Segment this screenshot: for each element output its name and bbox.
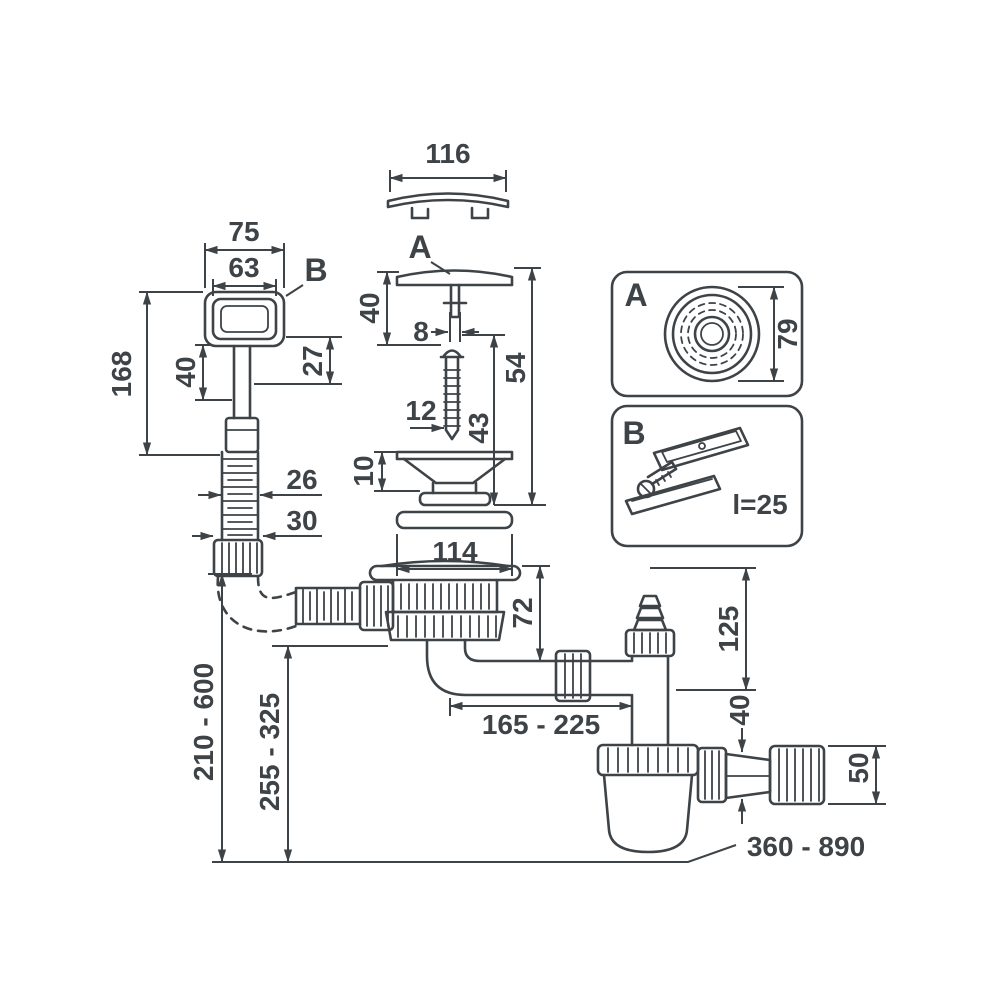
overflow-head <box>203 290 286 348</box>
inlet-hose <box>294 580 395 632</box>
dim-outlet-range-label: 360 - 890 <box>747 831 865 862</box>
dim-drain-inner-height: 43 <box>462 334 505 506</box>
dim-nut-width-label: 30 <box>286 505 317 536</box>
riser-pipe <box>624 594 676 747</box>
detail-b-label: B <box>622 415 645 451</box>
dim-overflow-inner-width-label: 63 <box>228 252 259 283</box>
dim-overflow-outer-width: 75 <box>204 216 285 288</box>
dim-screw-length: 12 <box>405 395 445 433</box>
dim-height-range-1: 210 - 600 <box>188 573 252 863</box>
dim-body-height-label: 72 <box>507 597 538 628</box>
dim-pin-width-label: 8 <box>413 316 429 347</box>
dim-horizontal-range: 165 - 225 <box>449 698 633 740</box>
screw <box>439 349 465 441</box>
dim-overflow-segment: 40 <box>170 344 232 401</box>
detail-a-label: A <box>624 277 647 313</box>
dim-riser-height: 125 <box>650 567 756 691</box>
dim-overflow-pipe-length: 168 <box>106 291 220 456</box>
outlet-pipe <box>696 744 826 806</box>
dim-hose-diameter: 26 <box>198 464 322 500</box>
overflow-plate-3d <box>624 474 722 516</box>
dim-flange-diameter: 114 <box>396 534 513 576</box>
detail-a-box: A 79 <box>610 270 804 398</box>
dim-cover-height-label: 40 <box>354 292 385 323</box>
dim-strainer-diameter: 79 <box>738 286 803 382</box>
dim-overflow-inner-width: 63 <box>212 252 277 296</box>
dim-nut-width: 30 <box>192 505 322 541</box>
detail-b-length-label: l=25 <box>732 489 787 520</box>
callout-a-label: A <box>408 229 431 265</box>
dim-drain-total-height: 54 <box>494 267 546 506</box>
dim-height-range-1-label: 210 - 600 <box>188 663 219 781</box>
dim-coupling-diameter-label: 50 <box>843 752 874 783</box>
dim-cover-height: 40 <box>354 271 441 346</box>
callout-b-leader <box>285 284 304 297</box>
overflow-hose-dashed <box>216 575 298 633</box>
dim-cap-width: 116 <box>389 138 507 192</box>
drain-cover <box>395 269 514 319</box>
dim-basket-height-label: 10 <box>348 455 379 486</box>
callout-a-leader <box>430 261 451 275</box>
overflow-hose <box>220 450 260 542</box>
siphon-bottle <box>596 743 700 854</box>
dim-height-range-2-label: 255 - 325 <box>254 693 285 811</box>
dim-drain-inner-height-label: 43 <box>463 412 494 443</box>
dim-screw-length-label: 12 <box>405 395 436 426</box>
dim-pin-width: 8 <box>413 312 479 347</box>
dim-riser-height-label: 125 <box>713 606 744 653</box>
overflow-pipe <box>224 344 260 454</box>
strainer-top-view <box>663 285 761 383</box>
sink-cap <box>386 192 510 220</box>
dim-hose-diameter-label: 26 <box>286 464 317 495</box>
dim-strainer-diameter-label: 79 <box>772 318 803 349</box>
callout-b-label: B <box>304 252 327 288</box>
dim-drain-total-height-label: 54 <box>500 352 531 384</box>
callout-b: B <box>285 252 328 297</box>
dim-overflow-pipe-length-label: 168 <box>106 351 137 398</box>
dim-outlet-range: 360 - 890 <box>212 831 865 863</box>
dim-outlet-diameter-label: 40 <box>724 694 755 725</box>
dim-basket-height: 10 <box>348 451 420 492</box>
dim-body-height: 72 <box>507 565 550 662</box>
dim-cap-width-label: 116 <box>425 138 470 169</box>
detail-b-box: B l=25 <box>610 404 804 548</box>
dim-outlet-diameter: 40 <box>724 694 755 824</box>
overflow-nut <box>212 538 264 578</box>
dim-overflow-depth-label: 27 <box>297 345 328 376</box>
dim-horizontal-range-label: 165 - 225 <box>482 709 600 740</box>
dim-coupling-diameter: 50 <box>828 745 886 805</box>
elbow-pipe <box>425 638 632 703</box>
strainer-basket <box>395 450 514 507</box>
dim-height-range-2: 255 - 325 <box>254 645 388 863</box>
dim-overflow-segment-label: 40 <box>170 356 201 387</box>
overflow-cover-3d <box>652 426 750 472</box>
callout-a: A <box>408 229 451 275</box>
dim-overflow-depth: 27 <box>254 336 342 385</box>
dim-overflow-outer-width-label: 75 <box>228 216 259 247</box>
gasket <box>395 510 514 530</box>
